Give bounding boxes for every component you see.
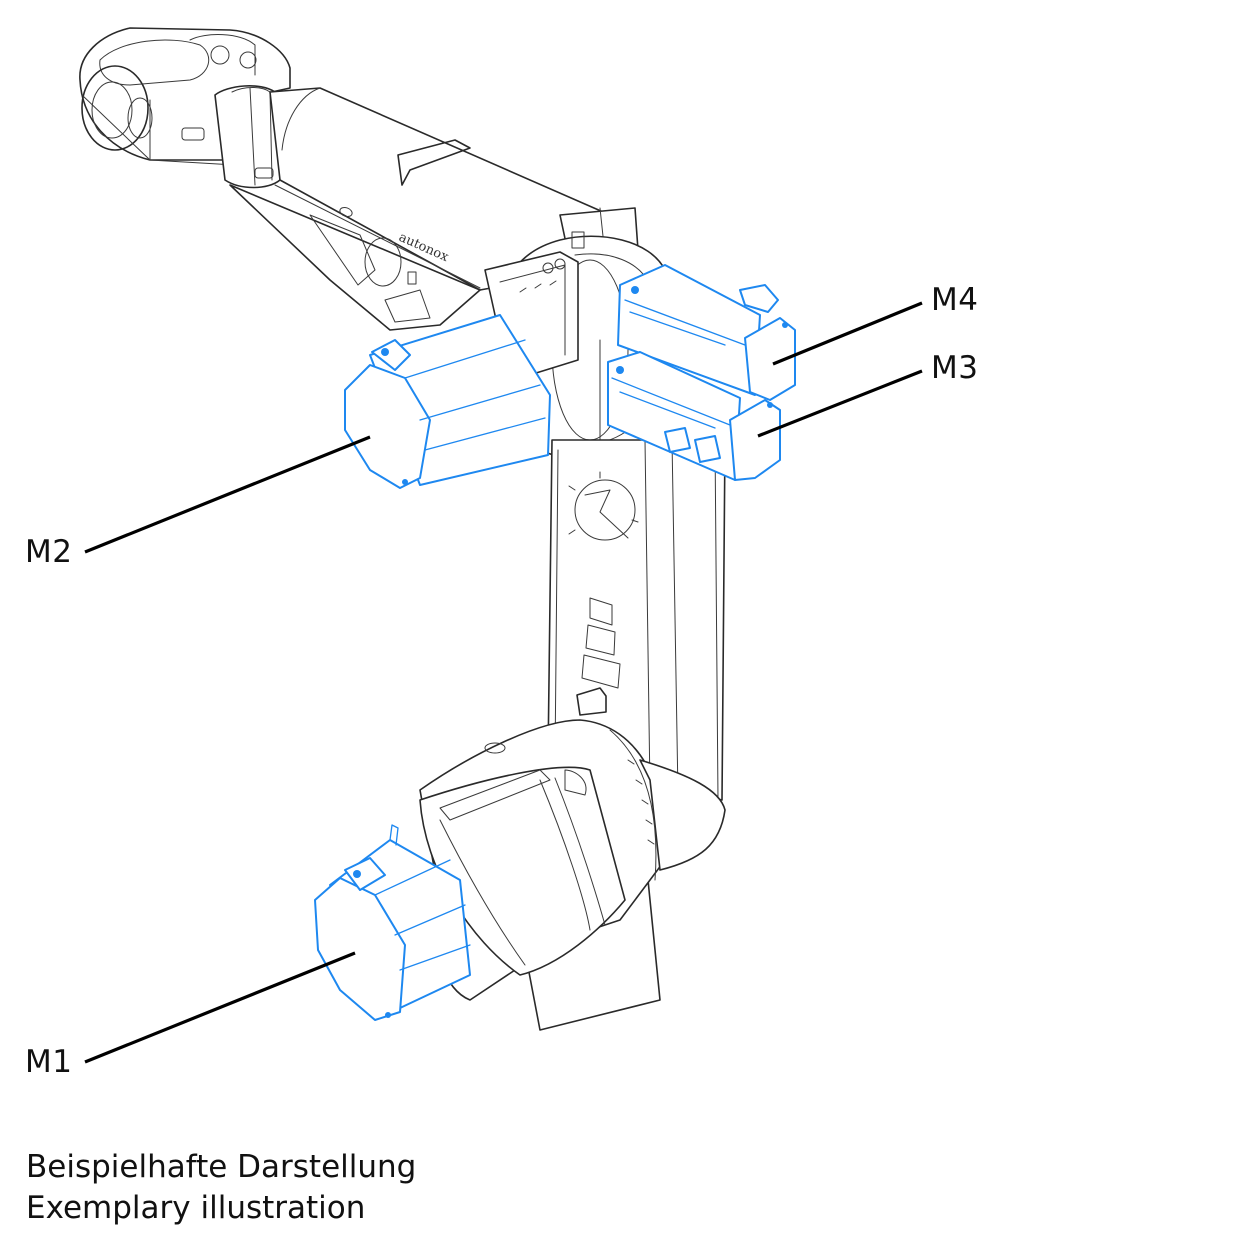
brand-logo bbox=[568, 471, 639, 541]
motor-m1 bbox=[314, 824, 471, 1021]
motor-m4 bbox=[617, 264, 796, 401]
motor-m2 bbox=[344, 314, 551, 489]
caption-german: Beispielhafte Darstellung bbox=[26, 1149, 417, 1185]
callout-label-m1: M1 bbox=[25, 1044, 73, 1080]
motor-m3 bbox=[607, 351, 781, 481]
lower-arm bbox=[547, 439, 726, 801]
callout-label-m3: M3 bbox=[931, 350, 979, 386]
caption-english: Exemplary illustration bbox=[26, 1190, 366, 1226]
leader-line-m4 bbox=[772, 301, 923, 366]
callout-label-m2: M2 bbox=[25, 534, 73, 570]
callout-label-m4: M4 bbox=[931, 282, 979, 318]
leader-line-m3 bbox=[757, 369, 923, 438]
leader-line-m2 bbox=[84, 435, 371, 554]
base bbox=[419, 719, 726, 1031]
leader-line-m1 bbox=[84, 951, 356, 1064]
upper-arm: autonox bbox=[79, 27, 639, 331]
